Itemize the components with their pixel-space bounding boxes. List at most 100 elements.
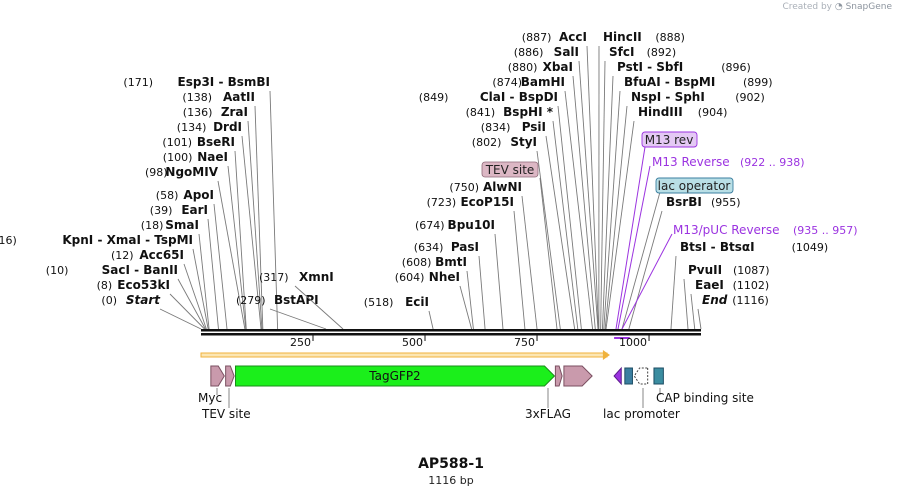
- feature-taggfp2: [234, 365, 556, 387]
- site-ecop15i-723-name: EcoP15I: [460, 195, 514, 209]
- site-bfuai-bspmi-899-leader: [603, 90, 621, 330]
- site-start-0-name: Start: [126, 293, 161, 307]
- site-eco53ki-8-num: (8): [97, 279, 113, 292]
- site-bstapi-279-leader: [269, 308, 327, 330]
- site-saci-banii-10-leader: [177, 278, 206, 330]
- site-hindiii-904-num: (904): [698, 106, 728, 119]
- plasmid-linear-map: Start(0)Eco53kI(8)SacI - BanII(10)Acc65I…: [0, 30, 858, 421]
- m13-puc-reverse-label: M13/pUC Reverse: [673, 223, 780, 237]
- site-esp3i-bsmbi-171-name: Esp3I - BsmBI: [178, 75, 270, 89]
- map-title: AP588-1: [418, 456, 484, 472]
- feature-m13-rev: [613, 366, 622, 386]
- site-ecii-518-name: EciI: [405, 295, 429, 309]
- site-apoi-58-name: ApoI: [183, 188, 214, 202]
- feature-lac-promoter: [633, 367, 649, 385]
- site-sali-886-name: SalI: [554, 45, 579, 59]
- site-ecop15i-723-num: (723): [427, 196, 457, 209]
- site-pasi-634-leader: [478, 255, 486, 330]
- site-clai-bspdi-849-leader: [557, 105, 582, 330]
- site-styi-802-num: (802): [472, 136, 502, 149]
- site-smai-18-num: (18): [141, 219, 164, 232]
- orf-track: [200, 352, 608, 358]
- site-bmti-608-name: BmtI: [435, 255, 467, 269]
- site-drdi-134-num: (134): [177, 121, 207, 134]
- site-bamhi-874-num: (874): [492, 76, 522, 89]
- tick-label-500: 500: [402, 336, 423, 349]
- site-ecii-518-leader: [428, 310, 434, 330]
- site-eari-39-leader: [207, 218, 219, 330]
- site-xbai-880-leader: [572, 75, 596, 330]
- site-eco53ki-8-leader: [169, 293, 205, 330]
- site-bpu10i-674-num: (674): [415, 219, 445, 232]
- site-bsphi-841-name: BspHI *: [503, 105, 554, 119]
- site-ecop15i-723-leader: [513, 210, 526, 330]
- site-hindiii-904-leader: [605, 120, 635, 330]
- site-btsi-bts-i-1049-leader: [670, 255, 677, 330]
- site-ngomiv-98-name: NgoMIV: [165, 165, 218, 179]
- site-start-0-leader: [159, 308, 202, 330]
- site-start-0-num: (0): [101, 294, 117, 307]
- m13-puc-reverse-leader: [621, 233, 673, 330]
- flag-label: 3xFLAG: [525, 407, 571, 421]
- site-bpu10i-674-leader: [494, 233, 504, 330]
- site-alwni-750-name: AlwNI: [483, 180, 522, 194]
- myc-label: Myc: [198, 391, 222, 405]
- site-acci-887-num: (887): [522, 31, 552, 44]
- map-length: 1116 bp: [428, 474, 474, 487]
- site-bsrbi-955-name: BsrBI: [666, 195, 702, 209]
- site-alwni-750-leader: [521, 195, 538, 330]
- site-bstapi-279-name: BstAPI: [274, 293, 319, 307]
- site-bmti-608-num: (608): [402, 256, 432, 269]
- site-eaei-1102-name: EaeI: [695, 278, 724, 292]
- site-acci-887-leader: [586, 45, 599, 330]
- site-acc65i-12-num: (12): [111, 249, 134, 262]
- site-bpu10i-674-name: Bpu10I: [448, 218, 495, 232]
- site-eaei-1102-leader: [690, 293, 696, 330]
- site-bmti-608-leader: [466, 270, 474, 330]
- site-acc65i-12-name: Acc65I: [139, 248, 184, 262]
- site-smai-18-leader: [198, 233, 210, 330]
- site-btsi-bts-i-1049-name: BtsI - BtsαI: [680, 240, 755, 254]
- m13-rev-box-label: M13 rev: [645, 133, 694, 147]
- site-psti-sbfi-896-leader: [601, 75, 614, 330]
- site-bseri-101-leader: [234, 150, 247, 330]
- feature-3xflag-linker: [554, 365, 563, 387]
- site-aatii-138-name: AatII: [223, 90, 255, 104]
- site-acc65i-12-leader: [183, 263, 207, 330]
- site-nspi-sphi-902-num: (902): [735, 91, 765, 104]
- tev-site-box-label: TEV site: [485, 163, 535, 177]
- site-styi-802-name: StyI: [510, 135, 537, 149]
- site-saci-banii-10-num: (10): [46, 264, 69, 277]
- site-xbai-880-num: (880): [508, 61, 538, 74]
- tick-label-750: 750: [514, 336, 535, 349]
- site-zrai-136-leader: [247, 120, 263, 330]
- site-naei-100-name: NaeI: [197, 150, 228, 164]
- site-ecii-518-num: (518): [364, 296, 394, 309]
- m13-rev-leader: [615, 146, 646, 330]
- m13-reverse-label: M13 Reverse: [652, 155, 730, 169]
- site-btsi-bts-i-1049-num: (1049): [792, 241, 829, 254]
- site-hincii-888-num: (888): [655, 31, 685, 44]
- site-kpni-xmai-tspmi-16-leader: [192, 248, 209, 330]
- site-pasi-634-num: (634): [414, 241, 444, 254]
- tev-site-leader: [539, 177, 558, 330]
- site-aatii-138-leader: [254, 105, 264, 330]
- site-esp3i-bsmbi-171-leader: [269, 90, 279, 330]
- m13-rev-box: [641, 131, 698, 148]
- tick-label-250: 250: [290, 336, 311, 349]
- site-psii-834-num: (834): [481, 121, 511, 134]
- credit-brand: SnapGene: [845, 2, 892, 12]
- site-eari-39-num: (39): [150, 204, 173, 217]
- site-nspi-sphi-902-leader: [604, 105, 628, 330]
- site-psti-sbfi-896-num: (896): [721, 61, 751, 74]
- sequence-bottom-strand: [201, 333, 701, 336]
- site-eari-39-name: EarI: [181, 203, 208, 217]
- site-esp3i-bsmbi-171-num: (171): [123, 76, 153, 89]
- site-smai-18-name: SmaI: [165, 218, 199, 232]
- site-nhei-604-name: NheI: [429, 270, 460, 284]
- sequence-top-strand: [201, 329, 701, 332]
- site-kpni-xmai-tspmi-16-num: (16): [0, 234, 17, 247]
- site-sfci-892-name: SfcI: [609, 45, 634, 59]
- site-sfci-892-leader: [600, 60, 606, 330]
- lac-operator-box: [655, 177, 734, 194]
